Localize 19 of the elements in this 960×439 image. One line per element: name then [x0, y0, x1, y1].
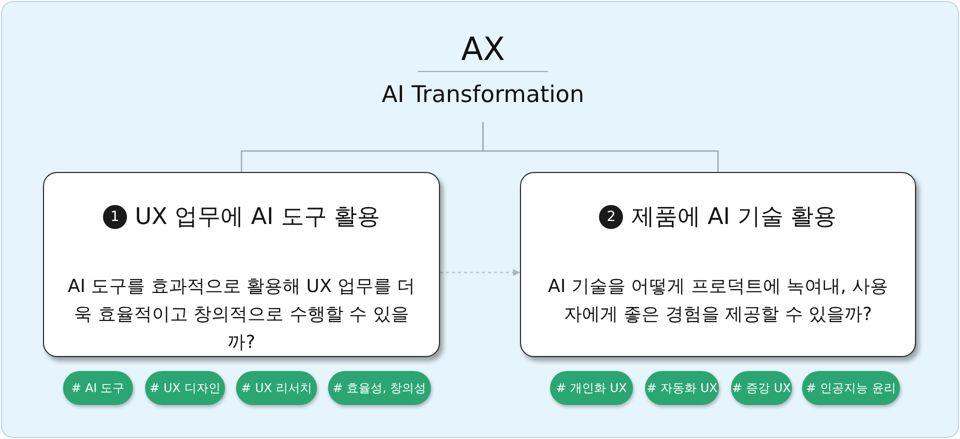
hashtag-pill: # 개인화 UX — [550, 371, 633, 405]
card-background — [43, 172, 440, 357]
hashtag-pill: # UX 리서치 — [236, 371, 317, 405]
card-description: AI 도구를 효과적으로 활용해 UX 업무를 더욱 효율적이고 창의적으로 수행할 수 있을까? — [66, 275, 416, 355]
number-badge: 1 — [102, 204, 127, 228]
hashtag-pill: # UX 디자인 — [145, 371, 225, 405]
arrow — [440, 268, 520, 276]
connector-line — [482, 122, 719, 172]
card-background — [520, 172, 916, 357]
card-heading: UX 업무에 AI 도구 활용 — [134, 203, 380, 232]
hashtag-pill: # 자동화 UX — [645, 371, 719, 405]
heading: AX — [460, 30, 506, 68]
card-description: AI 기술을 어떻게 프로덕트에 녹여내, 사용자에게 좋은 경험을 제공할 수 있을까? — [547, 275, 889, 327]
hashtag-pill: # AI 도구 — [63, 371, 133, 405]
hashtag-pill: # 인공지능 윤리 — [802, 371, 900, 405]
subheading: AI Transformation — [380, 82, 586, 108]
card-heading: 제품에 AI 기술 활용 — [631, 203, 837, 232]
number-badge: 2 — [599, 204, 624, 228]
hashtag-pill: # 효율성, 창의성 — [328, 371, 431, 405]
